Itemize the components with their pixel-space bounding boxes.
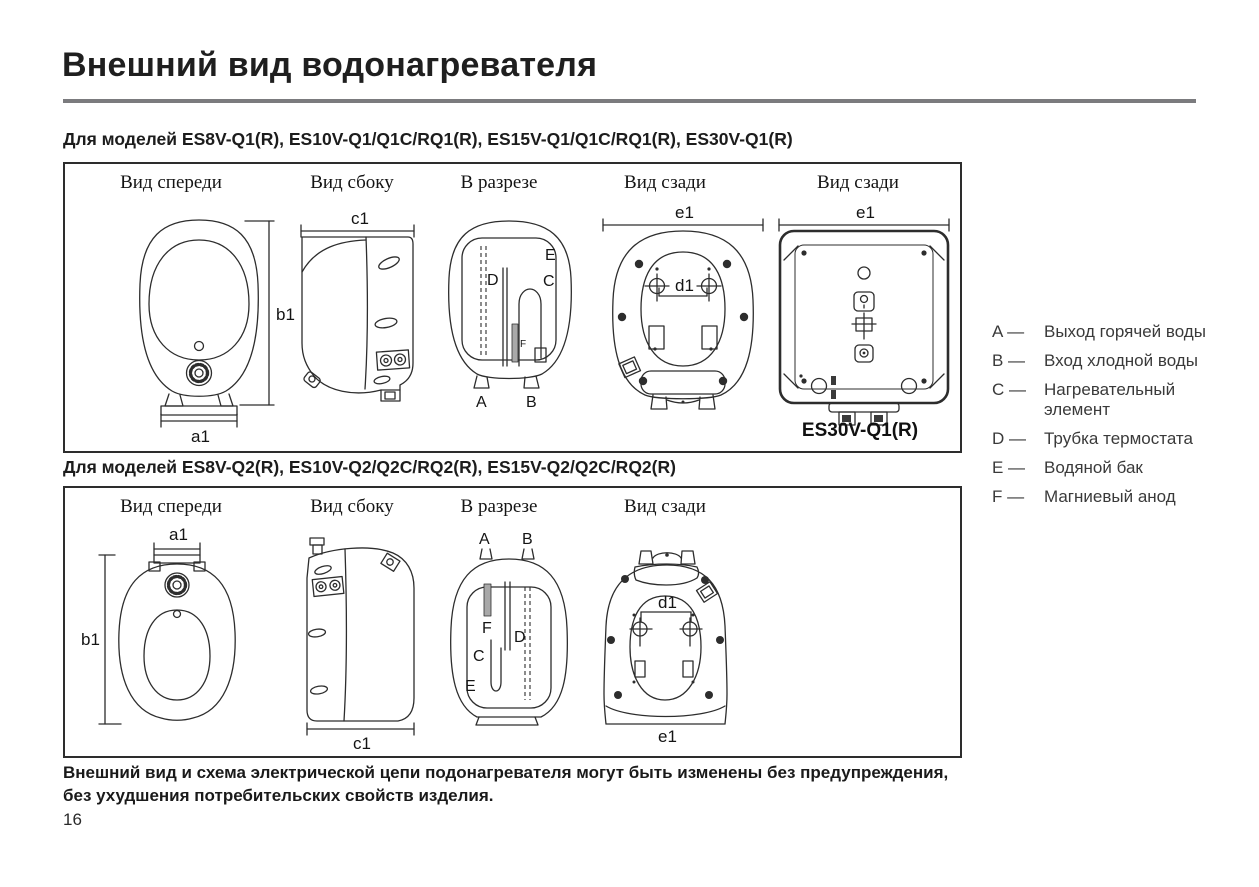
q1-side-outline xyxy=(300,224,415,402)
legend-text: Магниевый анод xyxy=(1044,487,1176,506)
page-number: 16 xyxy=(63,810,82,829)
legend-item-d: D — Трубка термостата xyxy=(992,429,1230,449)
legend-text: Выход горячей воды xyxy=(1044,322,1206,341)
legend-item-b: B — Вход хлодной воды xyxy=(992,351,1230,371)
part-label-a: A xyxy=(476,394,487,411)
view-title-section: В разрезе xyxy=(460,172,538,193)
dim-label-a1: a1 xyxy=(191,427,210,446)
legend-key: E — xyxy=(992,458,1026,477)
dim-label-b1-q2: b1 xyxy=(81,630,100,649)
q1-rear30-view-diagram: e1 xyxy=(778,206,950,426)
dim-label-e1: e1 xyxy=(675,204,694,222)
legend-item-c: C — Нагревательный элемент xyxy=(992,380,1230,420)
view-title-front-2: Вид спереди xyxy=(120,496,222,517)
section1-diagram-box: Вид спереди Вид сбоку В разрезе Вид сзад… xyxy=(63,162,962,453)
section1-heading: Для моделей ES8V-Q1(R), ES10V-Q1/Q1C/RQ1… xyxy=(63,129,793,149)
dim-label-c1-q2: c1 xyxy=(353,734,371,752)
q1-rear30-outline xyxy=(778,218,950,426)
q1-rear-outline xyxy=(602,218,764,410)
view-title-side-2: Вид сбоку xyxy=(310,496,394,517)
legend-text: Водяной бак xyxy=(1044,458,1143,477)
q2-section-view-diagram: A B F D C E xyxy=(450,531,568,726)
legend-item-e: E — Водяной бак xyxy=(992,458,1230,478)
footer-line-1: Внешний вид и схема электрической цепи п… xyxy=(63,763,949,782)
q1-front-outline xyxy=(139,219,275,428)
q1-section-tubes xyxy=(502,267,547,367)
section2-heading: Для моделей ES8V-Q2(R), ES10V-Q2/Q2C/RQ2… xyxy=(63,457,676,477)
q2-rear-outline xyxy=(603,550,728,725)
q2-front-view-diagram: a1 b1 xyxy=(81,528,236,725)
legend-key: D — xyxy=(992,429,1026,448)
view-title-rear30: Вид сзади xyxy=(817,172,899,193)
view-title-side: Вид сбоку xyxy=(310,172,394,193)
view-title-front: Вид спереди xyxy=(120,172,222,193)
legend-key: A — xyxy=(992,322,1025,341)
dim-label-d1-q2: d1 xyxy=(658,593,677,612)
legend-key: F — xyxy=(992,487,1025,506)
model-label-es30: ES30V-Q1(R) xyxy=(801,420,919,441)
q2-side-outline xyxy=(306,537,415,736)
legend-item-f: F — Магниевый анод xyxy=(992,487,1230,507)
legend: A — Выход горячей воды B — Вход хлодной … xyxy=(992,322,1230,516)
title-underline xyxy=(63,99,1196,103)
legend-text: Трубка термостата xyxy=(1044,429,1193,448)
q1-side-view-diagram: c1 xyxy=(300,210,415,402)
legend-text: Вход хлодной воды xyxy=(1044,351,1198,370)
q2-side-view-diagram: c1 xyxy=(306,537,415,752)
part-label-c: C xyxy=(543,273,555,290)
page-title: Внешний вид водонагревателя xyxy=(62,46,598,84)
dim-label-e1-q2: e1 xyxy=(658,727,677,746)
q2-front-outline xyxy=(98,542,236,725)
q1-rear-view-diagram: e1 d1 xyxy=(602,204,764,410)
part-label-e-q2: E xyxy=(465,678,476,695)
legend-item-a: A — Выход горячей воды xyxy=(992,322,1230,342)
dim-label-a1-q2: a1 xyxy=(169,528,188,544)
q1-front-view-diagram: a1 b1 xyxy=(139,219,295,446)
part-label-f-q2: F xyxy=(482,620,492,637)
legend-key: C — xyxy=(992,380,1026,399)
q1-rear30-details xyxy=(799,250,927,422)
q1-rear-screws xyxy=(617,259,749,404)
part-label-b: B xyxy=(526,394,537,411)
view-title-section-2: В разрезе xyxy=(460,496,538,517)
view-title-rear-2: Вид сзади xyxy=(624,496,706,517)
legend-key: B — xyxy=(992,351,1026,370)
view-title-rear: Вид сзади xyxy=(624,172,706,193)
part-label-e: E xyxy=(545,247,556,264)
dim-label-d1: d1 xyxy=(675,276,694,295)
q1-section-view-diagram: E D C F A B xyxy=(448,220,572,411)
part-label-d: D xyxy=(487,272,499,289)
legend-text: Нагревательный элемент xyxy=(1044,380,1176,419)
q2-rear-screws xyxy=(607,553,724,699)
dim-label-b1: b1 xyxy=(276,305,295,324)
section2-diagram-box: Вид спереди Вид сбоку В разрезе Вид сзад… xyxy=(63,486,962,758)
part-label-d-q2: D xyxy=(514,629,526,646)
q2-rear-view-diagram: d1 e1 xyxy=(603,550,728,746)
part-label-b-q2: B xyxy=(522,531,533,548)
part-label-c-q2: C xyxy=(473,648,485,665)
q2-section-outline xyxy=(450,548,568,726)
dim-label-e1-es30: e1 xyxy=(856,206,875,222)
dim-label-c1: c1 xyxy=(351,210,369,228)
part-label-a-q2: A xyxy=(479,531,490,548)
footer-note: Внешний вид и схема электрической цепи п… xyxy=(63,761,1073,807)
footer-line-2: без ухудшения потребительских свойств из… xyxy=(63,786,494,805)
part-label-f: F xyxy=(520,339,526,350)
q1-section-outline xyxy=(448,220,572,389)
